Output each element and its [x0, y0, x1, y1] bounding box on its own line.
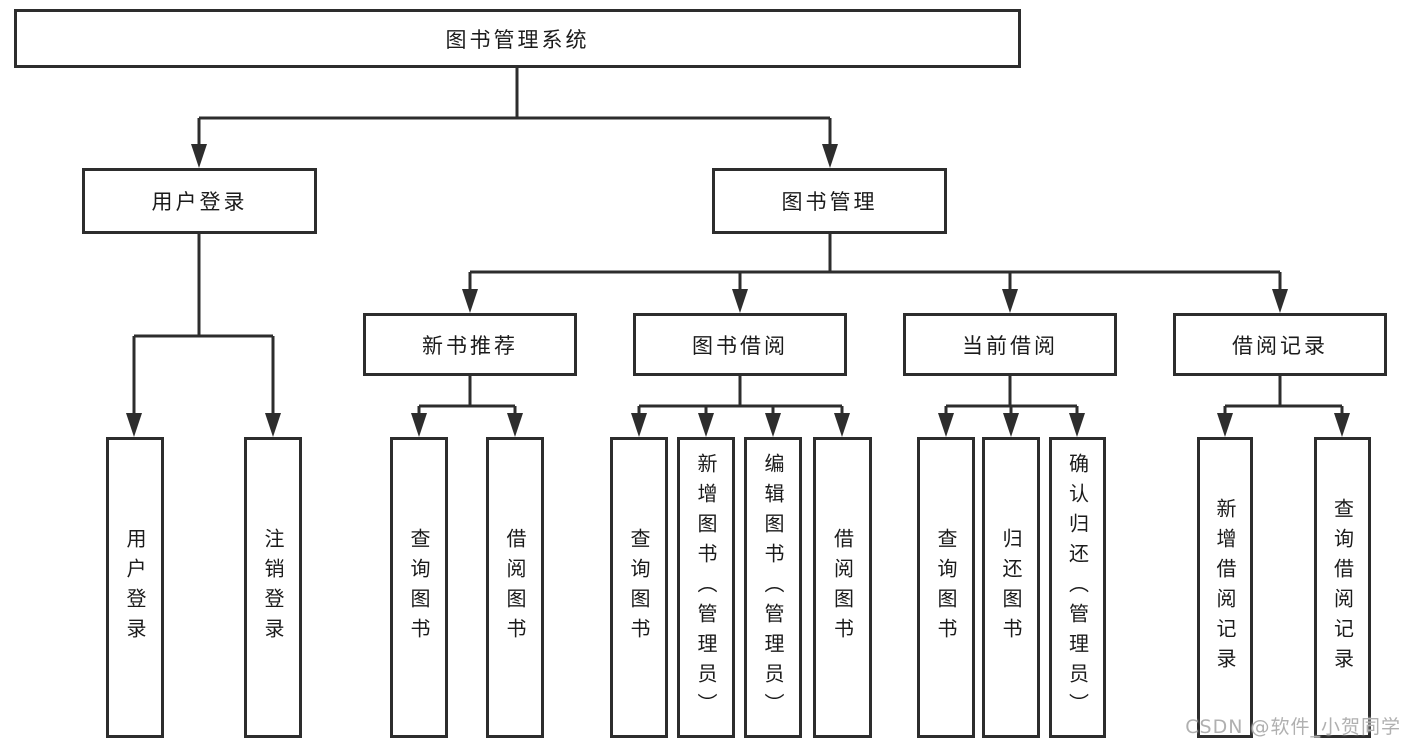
leaf-bb-add-book: 新增图书（管理员）: [677, 437, 735, 738]
arrowhead: [265, 413, 281, 437]
leaf-rec-query-book: 查询图书: [390, 437, 448, 738]
leaf-user-login: 用户登录: [106, 437, 164, 738]
node-book-borrow-label: 图书借阅: [692, 333, 788, 358]
arrowhead: [938, 413, 954, 437]
node-borrow-records: 借阅记录: [1173, 313, 1387, 376]
node-root-label: 图书管理系统: [445, 27, 590, 52]
connector-bookmgmt-to-level3: [468, 234, 1282, 294]
connector-newbookrec-to-leaves: [417, 376, 517, 418]
arrowhead: [765, 413, 781, 437]
leaf-bb-borrow-book-label: 借阅图书: [830, 527, 855, 648]
node-book-borrow: 图书借阅: [633, 313, 847, 376]
leaf-cb-confirm-return: 确认归还（管理员）: [1049, 437, 1106, 738]
arrowhead: [834, 413, 850, 437]
node-user-login: 用户登录: [82, 168, 317, 234]
leaf-logout: 注销登录: [244, 437, 302, 738]
leaf-rec-query-book-label: 查询图书: [407, 527, 431, 648]
csdn-watermark: CSDN @软件_小贺同学: [1185, 716, 1401, 738]
connector-currentborrow-to-leaves: [944, 376, 1079, 418]
connector-userlogin-to-leaves: [132, 234, 275, 418]
leaf-cb-return-book-label: 归还图书: [999, 527, 1023, 648]
arrowhead: [698, 413, 714, 437]
arrowhead: [1217, 413, 1233, 437]
node-book-mgmt-label: 图书管理: [781, 190, 878, 214]
leaf-cb-confirm-return-label: 确认归还（管理员）: [1065, 452, 1090, 723]
arrowhead: [126, 413, 142, 437]
leaf-bb-borrow-book: 借阅图书: [813, 437, 872, 738]
arrowhead: [411, 413, 427, 437]
leaf-bb-add-book-label: 新增图书（管理员）: [694, 452, 718, 723]
leaf-rec-borrow-book-label: 借阅图书: [503, 527, 527, 648]
node-new-book-rec: 新书推荐: [363, 313, 577, 376]
arrowhead: [732, 289, 748, 313]
connector-borrowrecords-to-leaves: [1223, 376, 1344, 418]
node-current-borrow: 当前借阅: [903, 313, 1117, 376]
arrowhead: [1002, 289, 1018, 313]
leaf-br-add-record-label: 新增借阅记录: [1213, 497, 1237, 678]
node-root: 图书管理系统: [14, 9, 1021, 68]
arrowhead: [822, 144, 838, 168]
leaf-logout-label: 注销登录: [261, 527, 285, 648]
arrowhead: [191, 144, 207, 168]
leaf-br-add-record: 新增借阅记录: [1197, 437, 1253, 738]
arrowheads: [126, 144, 1350, 437]
leaf-bb-query-book-label: 查询图书: [627, 527, 651, 648]
arrowhead: [1069, 413, 1085, 437]
leaf-cb-query-book: 查询图书: [917, 437, 975, 738]
leaf-bb-query-book: 查询图书: [610, 437, 668, 738]
leaf-br-query-record-label: 查询借阅记录: [1330, 497, 1355, 678]
connector-bookborrow-to-leaves: [637, 376, 844, 418]
leaf-user-login-label: 用户登录: [123, 527, 147, 648]
leaf-rec-borrow-book: 借阅图书: [486, 437, 544, 738]
leaf-bb-edit-book-label: 编辑图书（管理员）: [761, 452, 785, 723]
arrowhead: [1272, 289, 1288, 313]
arrowhead: [631, 413, 647, 437]
leaf-cb-query-book-label: 查询图书: [934, 527, 958, 648]
leaf-br-query-record: 查询借阅记录: [1314, 437, 1371, 738]
node-book-mgmt: 图书管理: [712, 168, 947, 234]
node-new-book-rec-label: 新书推荐: [422, 333, 518, 358]
arrowhead: [1003, 413, 1019, 437]
arrowhead: [1334, 413, 1350, 437]
connector-root-to-level2: [197, 67, 832, 148]
leaf-cb-return-book: 归还图书: [982, 437, 1040, 738]
leaf-bb-edit-book: 编辑图书（管理员）: [744, 437, 802, 738]
arrowhead: [462, 289, 478, 313]
node-borrow-records-label: 借阅记录: [1232, 333, 1328, 358]
node-current-borrow-label: 当前借阅: [962, 333, 1058, 358]
node-user-login-label: 用户登录: [151, 190, 248, 214]
arrowhead: [507, 413, 523, 437]
